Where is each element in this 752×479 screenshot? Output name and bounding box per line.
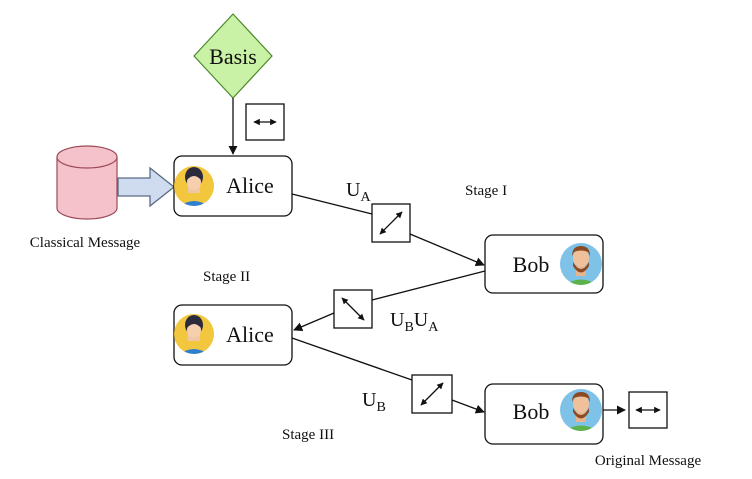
stage3-line-b xyxy=(451,399,485,414)
classical-message-arrow xyxy=(117,166,176,208)
stage2-line-a xyxy=(371,270,486,301)
classical-message-cylinder xyxy=(56,145,118,220)
bob-label-bottom: Bob xyxy=(513,399,550,424)
original-message-label: Original Message xyxy=(595,453,702,469)
alice-avatar-icon xyxy=(174,314,214,354)
bob-node-bottom: Bob xyxy=(484,383,604,445)
horizontal-polarization-icon xyxy=(628,391,668,429)
stage1-line-b xyxy=(409,233,485,267)
stage1-label: Stage I xyxy=(465,183,507,199)
alice-label-top: Alice xyxy=(226,173,274,198)
bob-avatar-icon xyxy=(560,389,602,431)
stage2-label: Stage II xyxy=(203,269,250,285)
alice-label-middle: Alice xyxy=(226,322,274,347)
antidiagonal-polarization-icon xyxy=(333,289,373,329)
basis-label: Basis xyxy=(209,44,257,69)
alice-node-top: Alice xyxy=(173,155,293,217)
bob-label-top: Bob xyxy=(513,252,550,277)
stage3-line-a xyxy=(291,337,413,381)
diagonal-polarization-icon xyxy=(371,203,411,243)
ub-label: UB xyxy=(362,389,386,415)
stage1-line-a xyxy=(291,193,373,215)
bob-node-top: Bob xyxy=(484,234,604,294)
classical-message-label: Classical Message xyxy=(30,235,141,251)
alice-avatar-icon xyxy=(174,166,214,206)
horizontal-polarization-icon xyxy=(245,103,285,141)
diagonal-polarization-icon xyxy=(411,374,453,414)
basis-node: Basis xyxy=(193,13,273,99)
ua-label: UA xyxy=(346,179,371,205)
bob-avatar-icon xyxy=(560,243,602,285)
alice-node-middle: Alice xyxy=(173,304,293,366)
ubua-label: UBUA xyxy=(390,309,439,335)
stage2-line-b xyxy=(293,312,335,331)
stage3-label: Stage III xyxy=(282,427,334,443)
